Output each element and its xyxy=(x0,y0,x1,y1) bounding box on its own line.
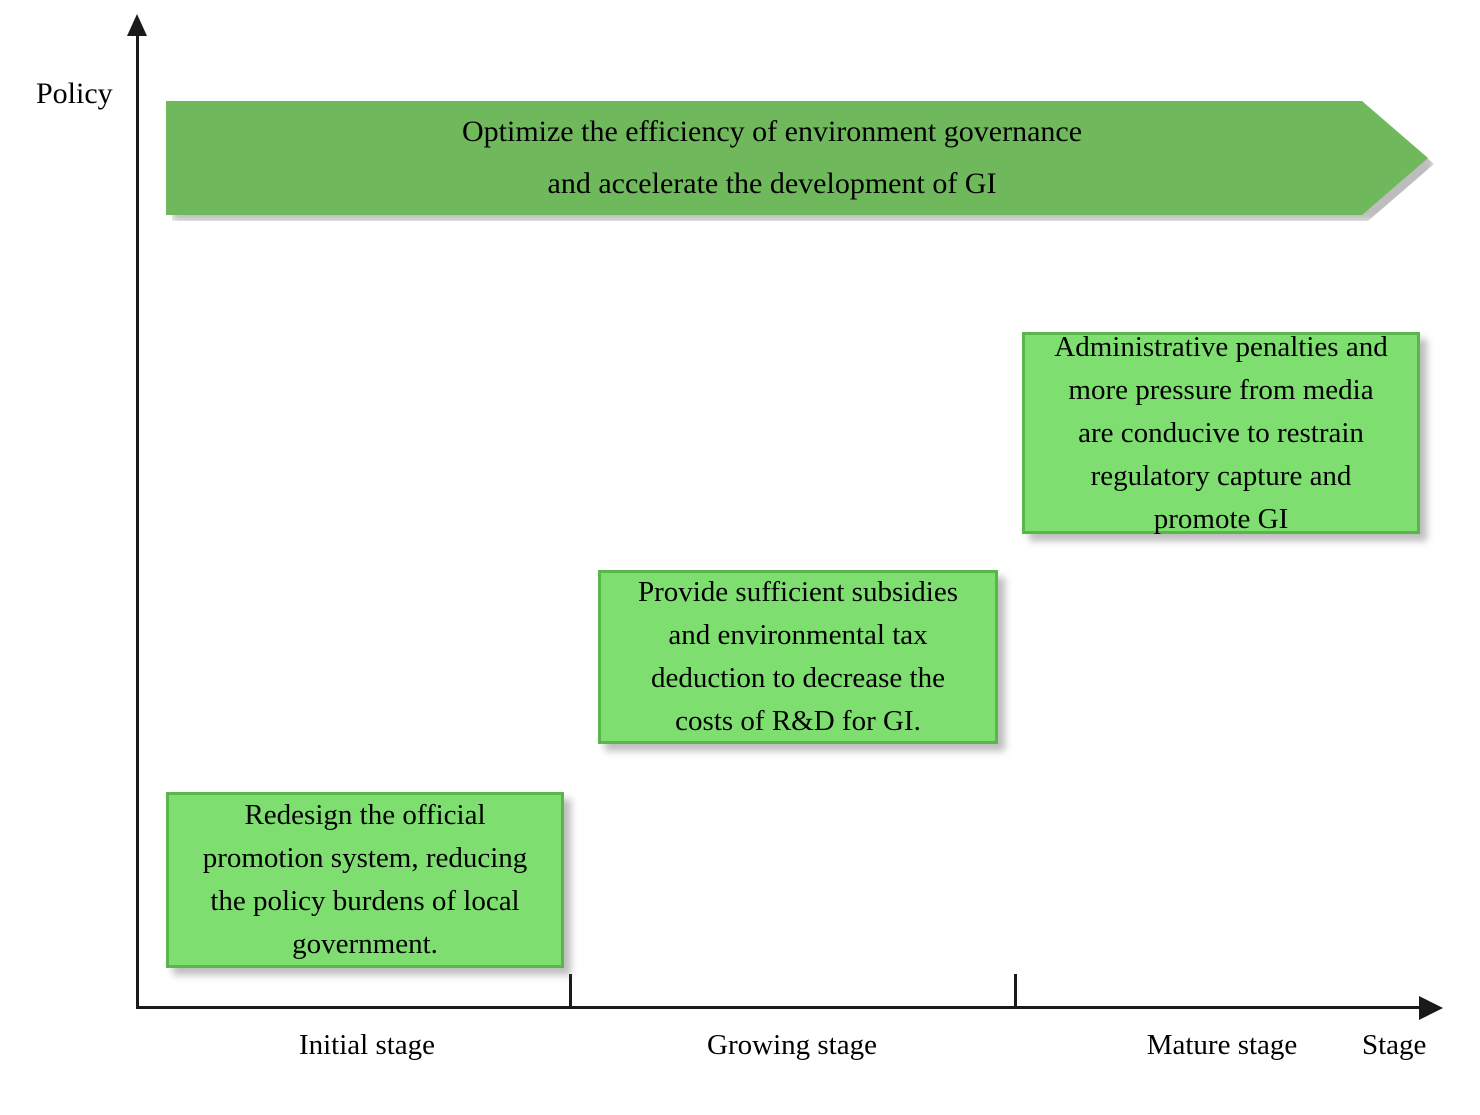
stage-box-mature-line-2: more pressure from media xyxy=(1068,373,1374,406)
x-axis-line xyxy=(136,1006,1423,1009)
banner-line-1: Optimize the efficiency of environment g… xyxy=(461,115,1083,148)
stage-box-initial-line-2: promotion system, reducing xyxy=(202,842,528,874)
x-axis-tick-1 xyxy=(569,974,572,1008)
stage-box-mature-line-4: regulatory capture and xyxy=(1090,459,1352,492)
stage-box-mature: Administrative penalties and more pressu… xyxy=(1022,331,1420,535)
x-axis-label: Stage xyxy=(1362,1029,1427,1061)
y-axis-line xyxy=(136,32,139,1009)
stage-box-growing-line-3: deduction to decrease the xyxy=(651,662,945,694)
stage-box-initial-line-4: government. xyxy=(292,928,438,960)
stage-box-mature-line-1: Administrative penalties and xyxy=(1054,330,1388,363)
x-tick-label-initial-stage: Initial stage xyxy=(298,1029,436,1061)
x-tick-label-mature-stage: Mature stage xyxy=(1146,1029,1298,1061)
stage-box-growing-line-2: and environmental tax xyxy=(668,619,928,651)
x-tick-label-growing-stage: Growing stage xyxy=(707,1029,877,1061)
banner-arrow-shape: Optimize the efficiency of environment g… xyxy=(166,101,1428,215)
stage-box-growing-line-1: Provide sufficient subsidies xyxy=(637,576,959,608)
stage-box-mature-line-5: promote GI xyxy=(1153,502,1289,535)
banner-line-2: and accelerate the development of GI xyxy=(547,167,997,200)
stage-box-initial: Redesign the official promotion system, … xyxy=(166,792,564,968)
y-axis-label: Policy xyxy=(36,77,113,110)
stage-box-growing-line-4: costs of R&D for GI. xyxy=(675,705,921,737)
stage-box-initial-line-3: the policy burdens of local xyxy=(210,885,520,917)
x-axis-arrowhead-icon xyxy=(1419,996,1443,1020)
stage-box-mature-line-3: are conducive to restrain xyxy=(1078,416,1364,449)
x-axis-tick-2 xyxy=(1014,974,1017,1008)
stage-box-growing: Provide sufficient subsidies and environ… xyxy=(598,570,998,744)
y-axis-arrowhead-icon xyxy=(127,14,147,36)
stage-box-initial-line-1: Redesign the official xyxy=(244,799,486,831)
